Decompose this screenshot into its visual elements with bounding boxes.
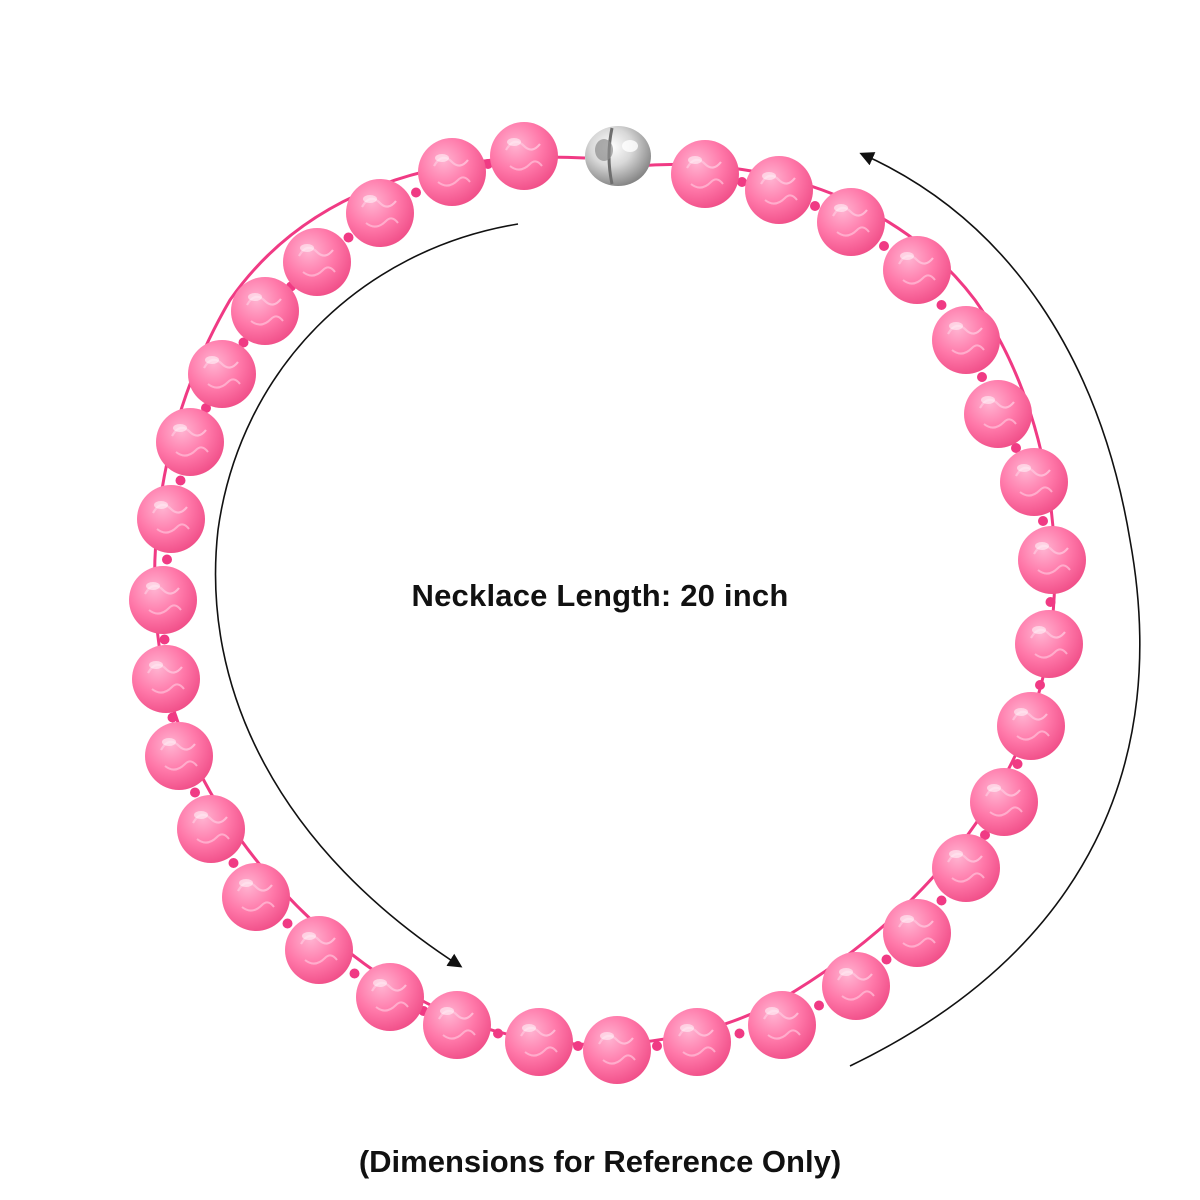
bead	[418, 138, 486, 206]
bead-knot	[1012, 759, 1023, 769]
bead	[1015, 610, 1083, 678]
bead-knot	[190, 787, 200, 798]
bead-knot	[493, 1028, 503, 1039]
bead-knot	[737, 177, 747, 187]
bead	[177, 795, 245, 863]
bead	[132, 645, 200, 713]
bead	[346, 179, 414, 247]
bead-knot	[167, 712, 178, 723]
bead	[997, 692, 1065, 760]
bead	[490, 122, 558, 190]
bead-knot	[238, 337, 249, 348]
bead	[356, 963, 424, 1031]
bead	[188, 340, 256, 408]
bead	[745, 156, 813, 224]
bead	[932, 834, 1000, 902]
curved-arrow-up-icon	[849, 152, 1141, 1067]
bead-knot	[175, 475, 186, 486]
bead	[583, 1016, 651, 1084]
bead-group	[129, 122, 1086, 1084]
bead	[285, 916, 353, 984]
necklace-length-label: Necklace Length: 20 inch	[411, 578, 789, 613]
bead	[883, 899, 951, 967]
bead	[822, 952, 890, 1020]
bead	[1000, 448, 1068, 516]
bead-knot	[1045, 597, 1056, 607]
bead-knot	[1011, 443, 1021, 453]
bead	[283, 228, 351, 296]
bead	[883, 236, 951, 304]
bead-knot	[936, 895, 947, 906]
bead	[964, 380, 1032, 448]
bead-knot	[1035, 680, 1045, 690]
bead-knot	[881, 954, 892, 965]
magnetic-clasp-icon	[585, 126, 651, 186]
bead-knot	[349, 968, 360, 979]
bead-knot	[810, 201, 820, 211]
bead-knot	[411, 187, 421, 198]
bead-knot	[977, 372, 987, 382]
bead-knot	[201, 403, 211, 413]
bead	[129, 566, 197, 634]
bead	[137, 485, 205, 553]
bead-knot	[573, 1041, 583, 1051]
bead-knot	[282, 918, 293, 929]
bead-knot	[159, 634, 170, 645]
curved-arrow-down-icon	[214, 223, 519, 968]
bead-knot	[879, 241, 889, 251]
bead	[671, 140, 739, 208]
bead	[817, 188, 885, 256]
bead-knot	[814, 1000, 824, 1011]
bead	[970, 768, 1038, 836]
bead-knot	[652, 1041, 662, 1051]
bead-knot	[162, 554, 172, 565]
bead-knot	[343, 232, 354, 243]
bead	[145, 722, 213, 790]
bead	[423, 991, 491, 1059]
bead-knot	[734, 1028, 745, 1039]
bead-knot	[228, 858, 239, 868]
bead-knot	[980, 830, 990, 840]
bead	[222, 863, 290, 931]
bead-knot	[936, 300, 947, 310]
bead	[748, 991, 816, 1059]
bead	[932, 306, 1000, 374]
dimensions-disclaimer: (Dimensions for Reference Only)	[358, 1144, 842, 1179]
bead	[156, 408, 224, 476]
bead	[505, 1008, 573, 1076]
bead	[663, 1008, 731, 1076]
bead	[1018, 526, 1086, 594]
bead	[231, 277, 299, 345]
bead-knot	[1038, 516, 1048, 526]
